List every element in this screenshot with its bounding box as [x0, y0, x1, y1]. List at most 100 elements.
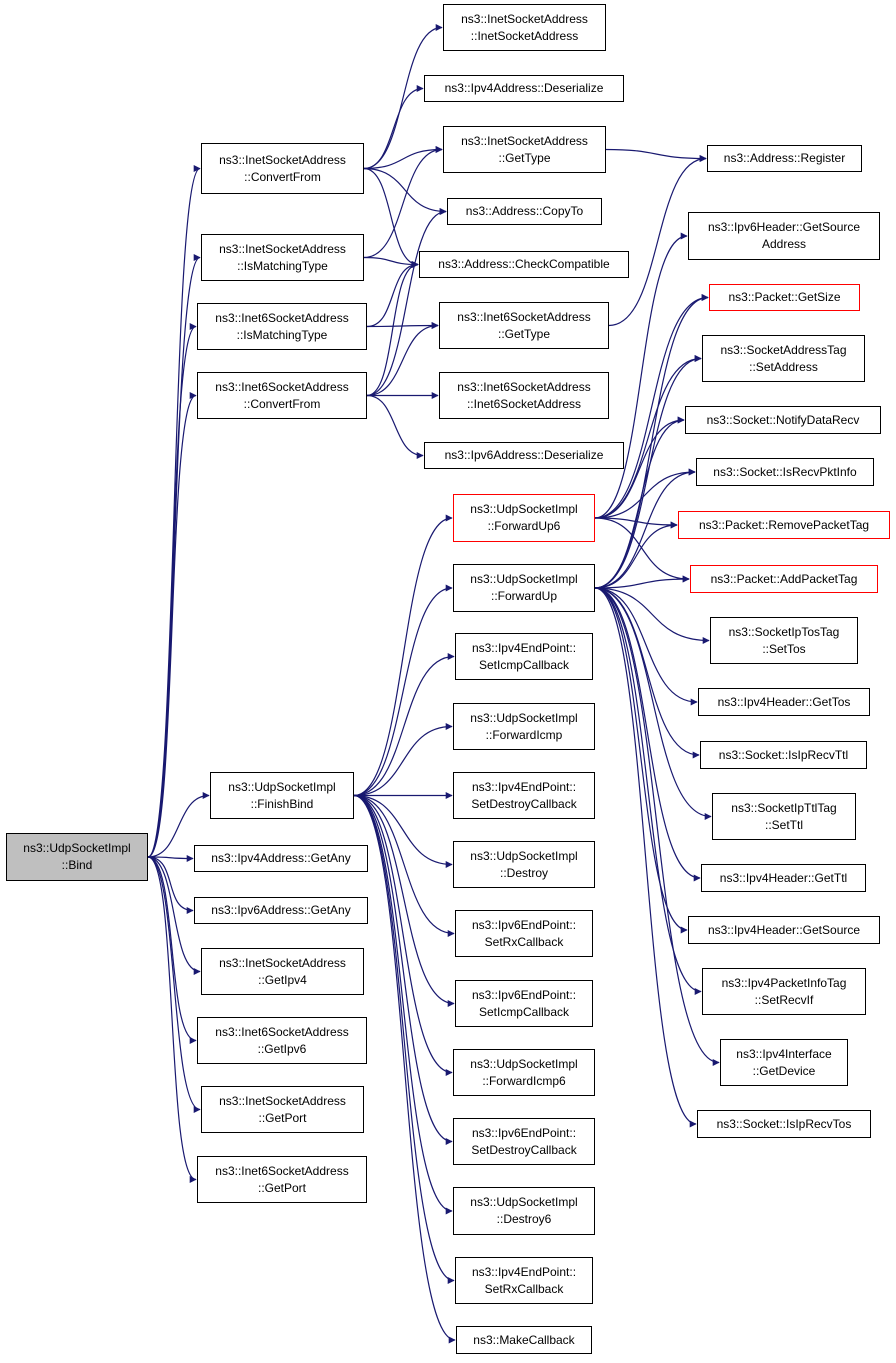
node-inet6-socket-address-get-ipv6[interactable]: ns3::Inet6SocketAddress::GetIpv6 [197, 1017, 367, 1064]
call-edge-forward_up-to-pktinfotag_set_recv_if [594, 587, 702, 995]
call-edge-bind-to-inet_get_port [147, 856, 201, 1113]
node-label-line-1: ns3::Ipv4Header::GetTos [717, 694, 851, 709]
node-packet-remove-packet-tag[interactable]: ns3::Packet::RemovePacketTag [678, 511, 890, 539]
node-label-line-1: ns3::Address::CheckCompatible [438, 257, 610, 271]
call-edge-bind-to-inet6_convert_from [147, 392, 197, 858]
node-inet6-socket-address-get-type[interactable]: ns3::Inet6SocketAddress::GetType [439, 302, 609, 349]
node-ipv6-address-deserialize[interactable]: ns3::Ipv6Address::Deserialize [424, 442, 624, 469]
node-ipv6-address-get-any[interactable]: ns3::Ipv6Address::GetAny [194, 897, 368, 924]
node-ipv6-end-point-set-icmp-callback[interactable]: ns3::Ipv6EndPoint::SetIcmpCallback [455, 980, 593, 1027]
node-label-line-1: ns3::Inet6SocketAddress [215, 379, 349, 394]
call-edge-bind-to-ipv6_get_any [147, 856, 194, 914]
node-inet6-socket-address-convert-from[interactable]: ns3::Inet6SocketAddress::ConvertFrom [197, 372, 367, 419]
call-edge-forward_up6-to-packet_add_packet_tag [594, 517, 690, 583]
node-label-line-2: ::IsMatchingType [236, 327, 328, 342]
node-label-line-2: ::Destroy [499, 865, 548, 880]
call-edge-forward_up-to-packet_remove_packet_tag [594, 521, 678, 589]
node-ipv4-end-point-set-icmp-callback[interactable]: ns3::Ipv4EndPoint::SetIcmpCallback [455, 633, 593, 680]
node-inet-socket-address-ctor[interactable]: ns3::InetSocketAddress::InetSocketAddres… [443, 4, 606, 51]
call-edge-inet_convert_from-to-address_copy_to [363, 167, 447, 215]
node-label-line-1: ns3::Ipv6EndPoint:: [471, 987, 577, 1002]
node-label-line-2: ::Inet6SocketAddress [466, 396, 582, 411]
call-edge-bind-to-inet6_is_matching_type [147, 323, 197, 858]
node-address-check-compatible[interactable]: ns3::Address::CheckCompatible [419, 251, 629, 278]
node-udp-socket-impl-finish-bind[interactable]: ns3::UdpSocketImpl::FinishBind [210, 772, 354, 819]
node-label-line-1: ns3::Ipv6Header::GetSource [707, 220, 861, 234]
node-label-line-1: ns3::UdpSocketImpl [228, 779, 336, 794]
node-label-line-1: ns3::SocketAddressTag [720, 342, 847, 357]
node-udp-socket-impl-destroy6[interactable]: ns3::UdpSocketImpl::Destroy6 [453, 1187, 595, 1235]
node-label-line-2: ::GetIpv6 [257, 1041, 307, 1056]
node-udp-socket-impl-destroy[interactable]: ns3::UdpSocketImpl::Destroy [453, 841, 595, 888]
node-inet6-socket-address-ctor[interactable]: ns3::Inet6SocketAddress::Inet6SocketAddr… [439, 372, 609, 419]
call-edge-finish_bind-to-ipv6ep_set_icmp_cb [353, 794, 455, 1007]
node-ipv6-end-point-set-rx-callback[interactable]: ns3::Ipv6EndPoint::SetRxCallback [455, 910, 593, 957]
node-inet6-socket-address-is-matching-type[interactable]: ns3::Inet6SocketAddress::IsMatchingType [197, 303, 367, 350]
node-label-line-2: SetIcmpCallback [478, 657, 570, 672]
node-socket-notify-data-recv[interactable]: ns3::Socket::NotifyDataRecv [685, 406, 881, 434]
node-ipv6-end-point-set-destroy-callback[interactable]: ns3::Ipv6EndPoint::SetDestroyCallback [453, 1118, 595, 1165]
node-label-line-1: ns3::Ipv4EndPoint:: [471, 1264, 577, 1279]
call-edge-bind-to-inet_is_matching_type [147, 254, 201, 858]
node-label-line-1: ns3::InetSocketAddress [461, 11, 588, 26]
call-edge-finish_bind-to-make_callback [353, 794, 456, 1344]
node-packet-get-size[interactable]: ns3::Packet::GetSize [709, 284, 860, 311]
node-socket-is-ip-recv-tos[interactable]: ns3::Socket::IsIpRecvTos [697, 1110, 871, 1138]
node-label-line-2: ::GetType [497, 326, 551, 341]
node-label-line-2: SetRxCallback [484, 1281, 564, 1296]
node-socket-ip-ttl-tag-set-ttl[interactable]: ns3::SocketIpTtlTag::SetTtl [712, 793, 856, 840]
call-edge-bind-to-finish_bind [147, 792, 210, 858]
node-label-line-1: ns3::Socket::IsIpRecvTos [716, 1116, 852, 1131]
node-label-line-2: ::GetDevice [752, 1063, 816, 1078]
call-edge-finish_bind-to-forward_up [353, 584, 453, 797]
node-label-line-1: ns3::Ipv6EndPoint:: [471, 917, 577, 932]
node-ipv4-address-get-any[interactable]: ns3::Ipv4Address::GetAny [194, 845, 368, 872]
node-ipv4-packet-info-tag-set-recv-if[interactable]: ns3::Ipv4PacketInfoTag::SetRecvIf [702, 968, 866, 1015]
node-label-line-1: ns3::Socket::NotifyDataRecv [706, 412, 860, 427]
node-label-line-2: ::SetTos [762, 641, 806, 656]
node-label-line-2: ::SetTtl [764, 817, 803, 832]
node-label-line-1: ns3::UdpSocketImpl [470, 502, 578, 516]
node-ipv4-interface-get-device[interactable]: ns3::Ipv4Interface::GetDevice [720, 1039, 848, 1086]
node-label-line-1: ns3::Inet6SocketAddress [457, 379, 591, 394]
node-socket-is-ip-recv-ttl[interactable]: ns3::Socket::IsIpRecvTtl [700, 741, 867, 769]
node-ipv4-address-deserialize[interactable]: ns3::Ipv4Address::Deserialize [424, 75, 624, 102]
node-label-line-1: ns3::InetSocketAddress [219, 152, 346, 167]
call-edge-inet_is_matching_type-to-inet_get_type [363, 146, 443, 259]
node-udp-socket-impl-forward-up[interactable]: ns3::UdpSocketImpl::ForwardUp [453, 564, 595, 612]
node-address-register[interactable]: ns3::Address::Register [707, 145, 862, 172]
node-udp-socket-impl-forward-up6[interactable]: ns3::UdpSocketImpl::ForwardUp6 [453, 494, 595, 542]
node-inet-socket-address-get-port[interactable]: ns3::InetSocketAddress::GetPort [201, 1086, 364, 1133]
node-label-line-1: ns3::Inet6SocketAddress [215, 1163, 349, 1178]
node-inet-socket-address-get-ipv4[interactable]: ns3::InetSocketAddress::GetIpv4 [201, 948, 364, 995]
node-inet-socket-address-convert-from[interactable]: ns3::InetSocketAddress::ConvertFrom [201, 143, 364, 194]
node-ipv4-header-get-source[interactable]: ns3::Ipv4Header::GetSource [688, 916, 880, 944]
call-edge-inet_convert_from-to-ipv4_deserialize [363, 85, 424, 170]
node-ipv4-header-get-tos[interactable]: ns3::Ipv4Header::GetTos [698, 688, 870, 716]
node-inet-socket-address-get-type[interactable]: ns3::InetSocketAddress::GetType [443, 126, 606, 173]
node-make-callback[interactable]: ns3::MakeCallback [456, 1326, 592, 1354]
node-ipv4-end-point-set-rx-callback[interactable]: ns3::Ipv4EndPoint::SetRxCallback [455, 1257, 593, 1304]
call-edge-finish_bind-to-ipv6ep_set_destroy_cb [353, 794, 453, 1145]
node-label-line-1: ns3::Ipv4PacketInfoTag [721, 975, 847, 990]
call-edge-inet6_convert_from-to-address_copy_to [366, 208, 447, 397]
call-edge-forward_up-to-packet_add_packet_tag [594, 575, 690, 589]
node-socket-ip-tos-tag-set-tos[interactable]: ns3::SocketIpTosTag::SetTos [710, 617, 858, 664]
node-inet6-socket-address-get-port[interactable]: ns3::Inet6SocketAddress::GetPort [197, 1156, 367, 1203]
node-address-copy-to[interactable]: ns3::Address::CopyTo [447, 198, 602, 225]
call-edge-forward_up6-to-sat_set_address [594, 355, 702, 519]
node-label-line-1: ns3::UdpSocketImpl [470, 572, 578, 586]
node-label-line-2: ::GetPort [258, 1110, 307, 1125]
node-label-line-1: ns3::Ipv4EndPoint:: [471, 640, 577, 655]
node-udp-socket-impl-forward-icmp6[interactable]: ns3::UdpSocketImpl::ForwardIcmp6 [453, 1049, 595, 1096]
node-socket-address-tag-set-address[interactable]: ns3::SocketAddressTag::SetAddress [702, 335, 865, 382]
node-socket-is-recv-pkt-info[interactable]: ns3::Socket::IsRecvPktInfo [696, 458, 874, 486]
node-ipv4-header-get-ttl[interactable]: ns3::Ipv4Header::GetTtl [701, 864, 866, 892]
node-ipv4-end-point-set-destroy-callback[interactable]: ns3::Ipv4EndPoint::SetDestroyCallback [453, 772, 595, 819]
call-edge-inet_convert_from-to-address_check_compatible [363, 167, 419, 268]
node-inet-socket-address-is-matching-type[interactable]: ns3::InetSocketAddress::IsMatchingType [201, 234, 364, 281]
node-packet-add-packet-tag[interactable]: ns3::Packet::AddPacketTag [690, 565, 878, 593]
node-udp-socket-impl-forward-icmp[interactable]: ns3::UdpSocketImpl::ForwardIcmp [453, 703, 595, 750]
